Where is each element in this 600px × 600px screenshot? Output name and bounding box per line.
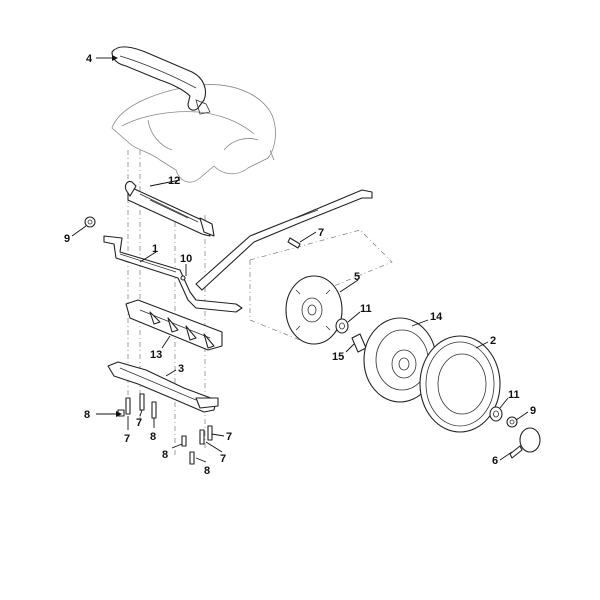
callout-11-right: 11: [508, 389, 520, 401]
callout-8-d: 8: [204, 465, 210, 477]
part-roller-12: [124, 180, 215, 237]
part-bushing-11-mid: [335, 318, 349, 334]
callout-8-c: 8: [162, 449, 168, 461]
callout-13: 13: [150, 349, 162, 361]
callout-6: 6: [492, 455, 498, 467]
callout-4: 4: [86, 53, 93, 65]
callout-11-mid: 11: [360, 303, 372, 315]
part-wheel-disc-5: [285, 275, 343, 345]
part-spacer-15: [351, 333, 367, 353]
callout-10: 10: [180, 253, 192, 265]
part-bushing-11-right: [489, 406, 503, 422]
callout-8-a: 8: [84, 409, 90, 421]
callout-2: 2: [490, 335, 496, 347]
callout-9-right: 9: [530, 405, 536, 417]
part-nut-9-left: [84, 216, 96, 228]
screws-group: [117, 237, 301, 465]
callout-9-left: 9: [64, 233, 70, 245]
part-comb-13: [125, 299, 223, 351]
callout-labels: 4 12 9 1 10 7 5 11 14 2 13 15 3 8 7 7 8 …: [64, 53, 536, 477]
part-axle-rod-1: [103, 235, 243, 313]
part-cap-6: [509, 427, 541, 459]
part-blade-3: [107, 361, 219, 413]
part-nut-9-right: [506, 416, 518, 428]
callout-7-c: 7: [136, 417, 142, 429]
callout-1: 1: [152, 243, 158, 255]
callout-leaders: [71, 55, 529, 463]
part-height-adjust-rod: [195, 189, 373, 291]
callout-7-rod: 7: [318, 227, 324, 239]
callout-7-d: 7: [226, 431, 232, 443]
part-tire-2: [419, 335, 501, 433]
callout-12: 12: [168, 175, 180, 187]
callout-8-b: 8: [150, 431, 156, 443]
callout-3: 3: [178, 363, 184, 375]
callout-5: 5: [354, 271, 360, 283]
callout-7-e: 7: [220, 453, 226, 465]
callout-14: 14: [430, 311, 443, 323]
part-handle-grip: [111, 46, 211, 115]
callout-15: 15: [332, 351, 344, 363]
callout-7-b: 7: [124, 433, 130, 445]
